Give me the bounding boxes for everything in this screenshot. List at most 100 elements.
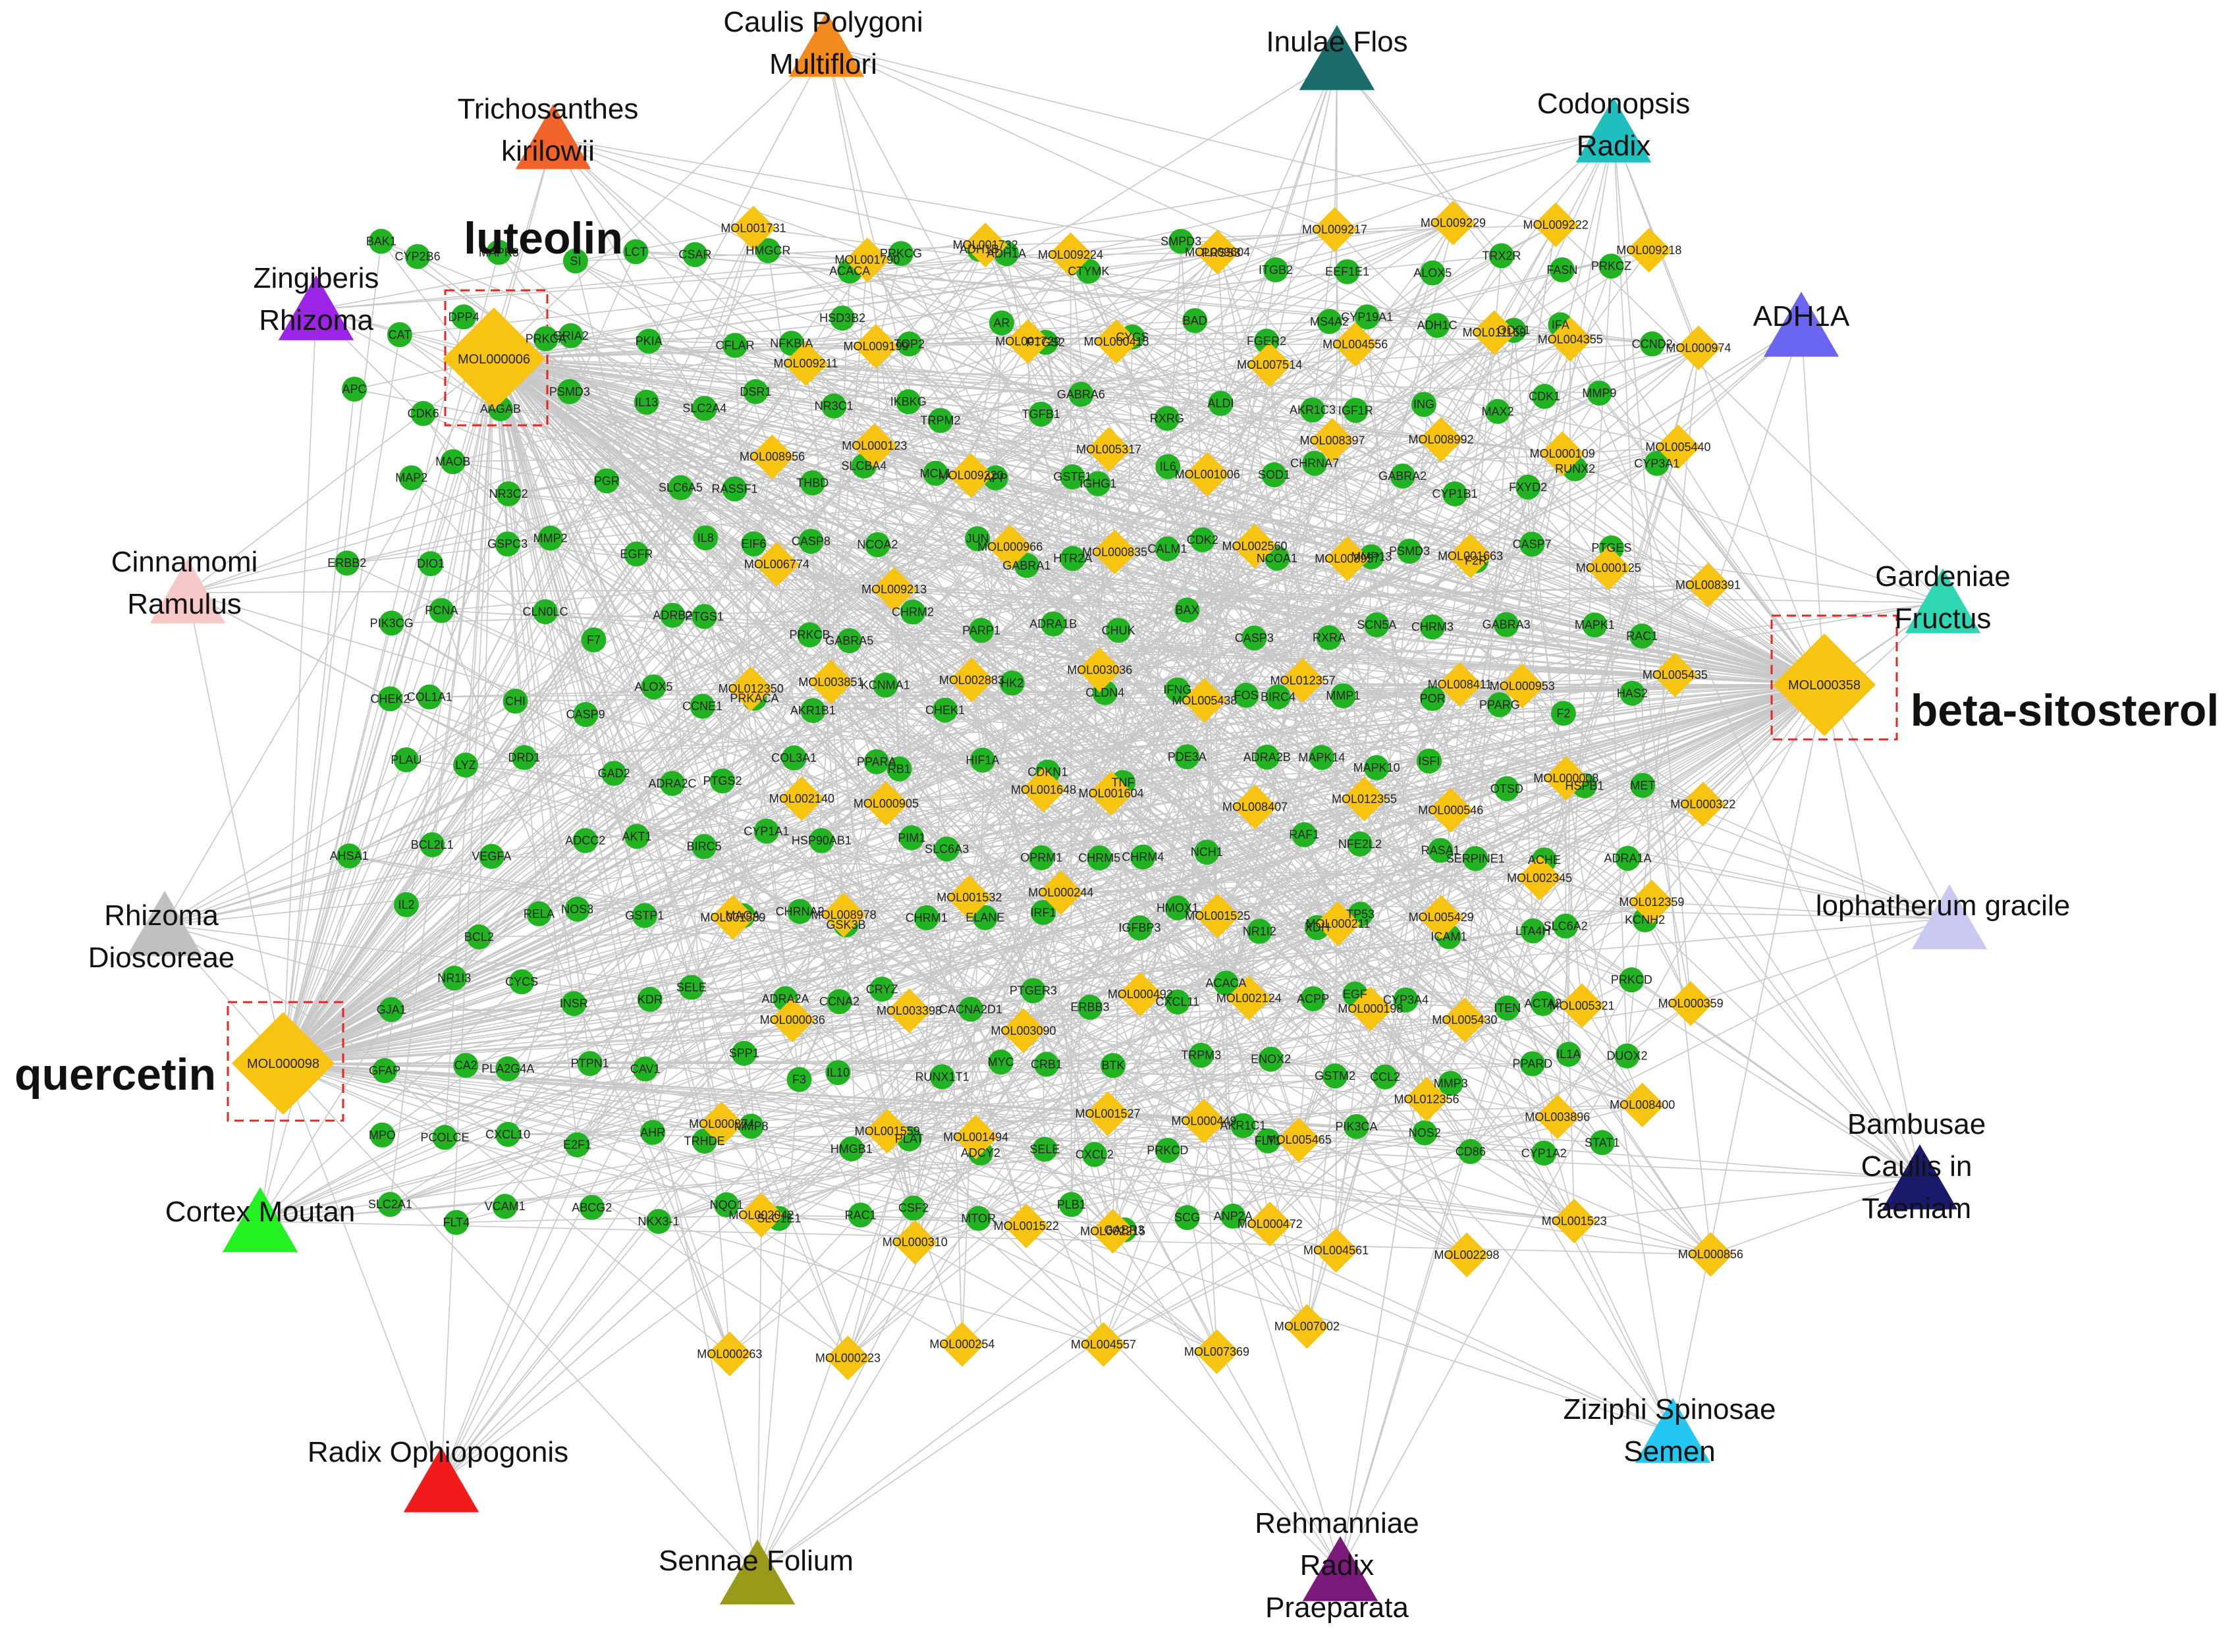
molecule-gene-edge — [538, 913, 730, 1354]
molecule-node — [1404, 1077, 1450, 1122]
quercetin-highlight-box — [227, 1001, 344, 1122]
cinnam-herb-label: Ramulus — [127, 588, 242, 620]
gene-label: CFLAR — [716, 339, 755, 352]
gene-node — [440, 449, 466, 475]
gene-label: MCL1 — [920, 467, 952, 480]
herb-molecule-edge — [975, 1136, 1674, 1433]
molecule-gene-edge — [522, 981, 1024, 1032]
herb-molecule-edge — [826, 45, 1556, 226]
gene-label: BCL2L1 — [411, 838, 454, 851]
lophath-herb-node — [1911, 884, 1988, 949]
gene-node — [1615, 845, 1641, 871]
gene-node — [387, 322, 412, 348]
molecule-node — [738, 1192, 784, 1238]
gene-node — [479, 843, 504, 869]
gene-label: CDK1 — [1529, 390, 1560, 403]
gene-node — [1255, 1128, 1281, 1154]
codon-herb-label: Codonopsis — [1537, 88, 1690, 120]
molecule-gene-edge — [399, 334, 832, 683]
molecule-gene-edge — [429, 696, 1711, 1255]
molecule-gene-edge — [545, 611, 1024, 1031]
molecule-label: MOL000966 — [977, 541, 1043, 554]
gene-node — [1519, 531, 1545, 557]
gene-node — [692, 604, 717, 629]
highlight-herb-edge — [1824, 684, 1920, 1179]
highlight-herb-edge — [493, 358, 758, 1574]
molecule-gene-edge — [721, 782, 1124, 1125]
gene-label: PRKCG — [880, 247, 922, 260]
gene-label: SLC2A1 — [368, 1198, 412, 1211]
molecule-gene-edge — [1254, 637, 1460, 685]
highlight-gene-edge — [1405, 684, 1825, 1001]
gene-label: VEGFA — [472, 850, 511, 863]
gene-node — [564, 1132, 590, 1158]
herb-molecule-edge — [757, 1215, 762, 1574]
gene-node — [848, 1202, 873, 1228]
gene-label: ADRA2B — [1243, 751, 1291, 764]
gene-node — [900, 599, 926, 625]
gene-node — [999, 670, 1025, 696]
gene-node — [594, 468, 620, 494]
gene-label: SMPD3 — [1160, 235, 1201, 248]
molecule-gene-edge — [848, 640, 1027, 1227]
gene-label: CYCS — [505, 975, 538, 988]
gene-node — [1344, 1113, 1369, 1139]
gene-node — [640, 1119, 666, 1145]
highlight-gene-edge — [283, 394, 1081, 1064]
molecule-node — [953, 1114, 998, 1159]
herb-molecule-edge — [1613, 131, 1691, 1004]
gene-label: AKT1 — [622, 830, 652, 843]
gene-label: MMP2 — [533, 531, 568, 545]
gene-node — [452, 752, 478, 778]
gene-label: IL2 — [398, 898, 414, 911]
gene-node — [825, 1060, 851, 1086]
molecule-label: MOL003036 — [1067, 663, 1132, 676]
molecule-node — [825, 1335, 871, 1381]
molecule-node — [1668, 981, 1714, 1026]
molecule-node — [1680, 782, 1726, 827]
molecule-gene-edge — [545, 611, 1044, 791]
gene-node — [641, 674, 667, 700]
molecule-label: MOL008411 — [1428, 678, 1492, 691]
molecule-label: MOL001006 — [1175, 467, 1240, 481]
molecule-node — [1655, 424, 1701, 469]
molecule-gene-edge — [429, 688, 751, 698]
molecule-gene-edge — [847, 858, 1476, 1358]
molecule-gene-edge — [1306, 1126, 1357, 1327]
molecule-gene-edge — [985, 244, 1047, 343]
molecule-gene-edge — [570, 335, 1101, 671]
molecule-node — [1540, 431, 1585, 476]
molecule-node — [730, 205, 776, 251]
gene-node — [503, 688, 528, 714]
ophio-herb-label: Radix Ophiopogonis — [308, 1436, 568, 1468]
molecule-gene-edge — [776, 340, 1267, 565]
gene-node — [368, 228, 394, 254]
gene-label: F3 — [792, 1073, 806, 1086]
gene-label: SOD1 — [1258, 468, 1290, 481]
molecule-node — [1428, 787, 1473, 833]
gene-node — [1393, 987, 1419, 1013]
molecule-label: MOL000835 — [1082, 545, 1147, 558]
gene-label: LYZ — [455, 759, 476, 772]
molecule-gene-edge — [466, 1065, 1027, 1227]
molecule-gene-edge — [703, 616, 963, 1345]
molecule-gene-edge — [1532, 1063, 1575, 1221]
molecule-gene-edge — [798, 341, 1117, 1080]
gene-node — [1582, 612, 1608, 638]
molecule-gene-edge — [569, 390, 1523, 687]
molecule-label: MOL000905 — [854, 797, 919, 810]
molecule-gene-edge — [732, 271, 1348, 918]
molecule-gene-edge — [672, 615, 793, 1021]
garden-herb-label: Fructus — [1895, 602, 1992, 635]
gene-label: DUOX2 — [1606, 1050, 1647, 1063]
molecule-gene-edge — [850, 254, 1071, 272]
molecule-label: MOL003851 — [798, 676, 863, 689]
gene-node — [342, 377, 367, 402]
molecule-node — [1081, 1321, 1126, 1367]
gene-node — [1029, 845, 1054, 870]
molecule-gene-edge — [508, 456, 773, 494]
molecule-node — [1094, 319, 1139, 364]
gene-node — [1101, 1053, 1126, 1079]
gene-node — [451, 304, 477, 330]
molecule-label: MOL000263 — [697, 1347, 762, 1360]
